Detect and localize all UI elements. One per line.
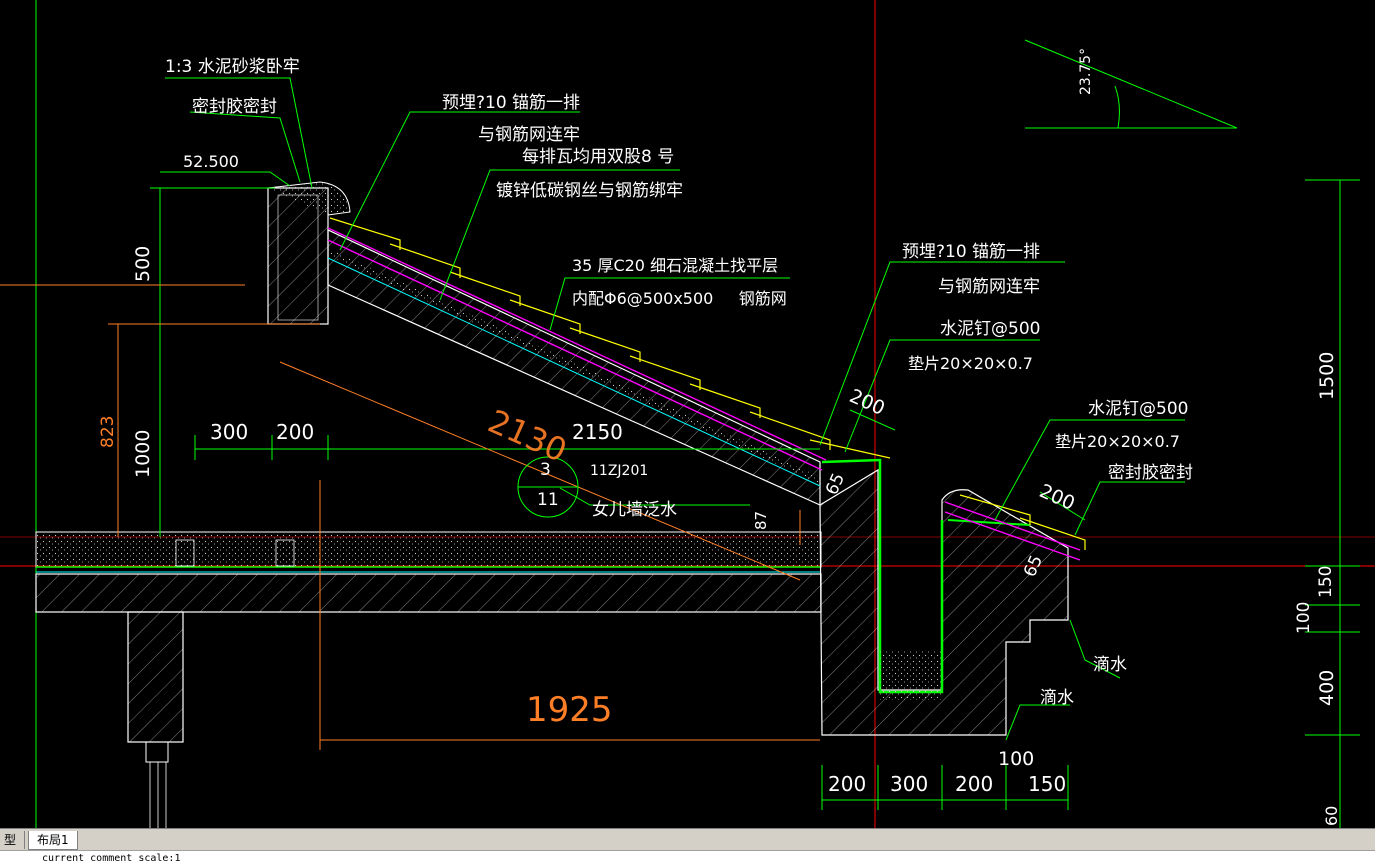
dim-823: 823 — [98, 415, 118, 448]
dim-1000: 1000 — [132, 429, 154, 478]
cad-drawing-canvas[interactable]: 1:3 水泥砂浆卧牢 密封胶密封 52.500 预埋?10 锚筋一排 与钢筋网连… — [0, 0, 1375, 828]
label-anchor1-line1: 预埋?10 锚筋一排 — [442, 93, 581, 113]
dim-87: 87 — [752, 510, 770, 530]
label-screed-line1: 35 厚C20 细石混凝土找平层 — [572, 256, 779, 275]
dim-500: 500 — [132, 245, 154, 282]
label-wire-line2: 镀锌低碳钢丝与钢筋绑牢 — [496, 181, 683, 201]
dim-bottom-200b: 200 — [955, 772, 994, 796]
label-drip1: 滴水 — [1093, 655, 1127, 675]
label-elevation: 52.500 — [183, 152, 239, 171]
sloped-roof-slab — [327, 217, 891, 506]
layout-tab-bar: 型 布局1 — [0, 828, 1375, 851]
dim-300: 300 — [210, 420, 249, 444]
command-line[interactable]: current comment scale:1 — [0, 850, 1375, 868]
label-mortar-bed: 1:3 水泥砂浆卧牢 — [165, 57, 300, 77]
dimension-lines — [150, 39, 1360, 828]
dim-bottom-300: 300 — [890, 772, 929, 796]
dim-200a: 200 — [276, 420, 315, 444]
detail-reference[interactable] — [517, 456, 579, 518]
label-nail1: 水泥钉@500 — [940, 319, 1041, 339]
tab-model[interactable]: 型 — [0, 831, 26, 849]
dim-400: 400 — [1316, 669, 1338, 706]
tab-layout1[interactable]: 布局1 — [28, 831, 78, 850]
label-sealant-top: 密封胶密封 — [192, 97, 277, 117]
label-angle: 23.75° — [1078, 47, 1094, 95]
dim-100a: 100 — [1294, 601, 1314, 634]
flat-roof-slab — [35, 531, 822, 828]
dim-1925: 1925 — [526, 690, 613, 730]
command-line-text: current comment scale:1 — [42, 853, 181, 864]
dim-2150: 2150 — [572, 420, 623, 444]
dim-1500: 1500 — [1316, 351, 1338, 400]
dim-100b: 100 — [998, 748, 1035, 770]
label-anchor2-line2: 与钢筋网连牢 — [938, 277, 1040, 297]
dim-bottom-150: 150 — [1028, 772, 1067, 796]
label-anchor1-line2: 与钢筋网连牢 — [478, 125, 580, 145]
ref-code: 11ZJ201 — [590, 463, 649, 479]
ref-bottom: 11 — [537, 490, 559, 510]
label-nail2: 水泥钉@500 — [1088, 399, 1189, 419]
parapet-wall — [267, 181, 351, 325]
label-drip2: 滴水 — [1040, 688, 1074, 708]
label-wire-line1: 每排瓦均用双股8 号 — [522, 147, 675, 167]
ref-top: 3 — [540, 460, 551, 480]
gutter — [819, 458, 1086, 736]
orange-dimensions — [0, 284, 820, 750]
label-sealant-right: 密封胶密封 — [1108, 463, 1193, 483]
ref-desc: 女儿墙泛水 — [592, 500, 677, 520]
label-screed-line2: 内配Φ6@500x500 钢筋网 — [572, 289, 787, 308]
label-gasket2: 垫片20×20×0.7 — [1055, 432, 1180, 451]
label-gasket1: 垫片20×20×0.7 — [908, 354, 1033, 373]
dim-150: 150 — [1316, 565, 1336, 598]
label-anchor2-line1: 预埋?10 锚筋一排 — [902, 242, 1041, 262]
dim-bottom-200a: 200 — [828, 772, 867, 796]
dim-60: 60 — [1322, 805, 1341, 826]
